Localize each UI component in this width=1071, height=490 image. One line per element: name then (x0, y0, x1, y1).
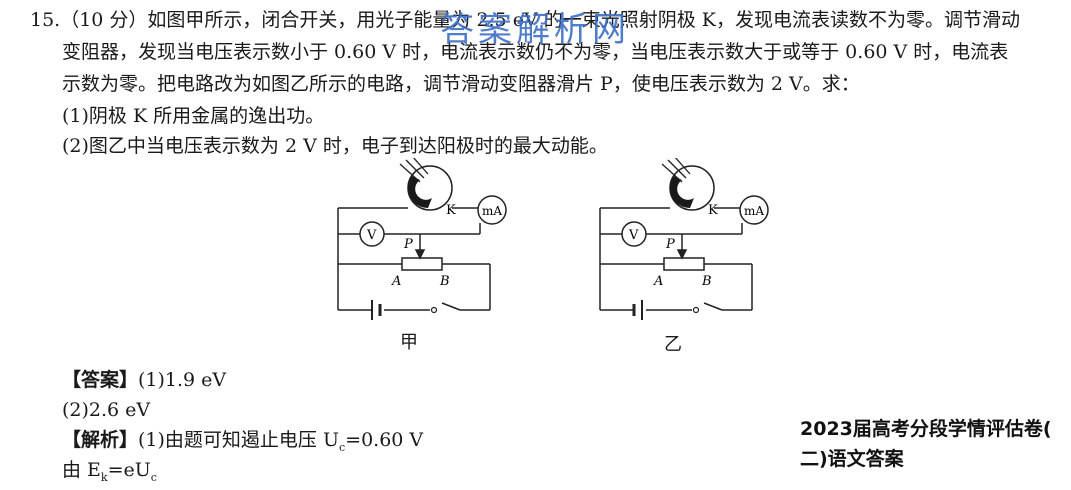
circuit-diagram-jia: K mA V P A B (337, 158, 507, 320)
analysis-line-1: 【解析】(1)由题可知遏止电压 Uc=0.60 V (62, 428, 423, 460)
end-b-label-yi: B (701, 274, 712, 289)
footer-title-line-2: 二)语文答案 (800, 448, 904, 470)
slider-label-yi: P (665, 237, 675, 252)
end-a-label-jia: A (391, 274, 401, 289)
figure-label-yi: 乙 (664, 334, 682, 355)
voltmeter-label-yi: V (628, 228, 639, 243)
problem-line-2: 变阻器，发现当电压表示数小于 0.60 V 时，电流表示数仍不为零，当电压表示数… (62, 41, 1009, 63)
problem-line-1: 15.（10 分）如图甲所示，闭合开关，用光子能量为 2.5 eV 的一束光照射… (30, 9, 1020, 31)
answer-1: (1)1.9 eV (138, 369, 227, 391)
cathode-label-yi: K (708, 203, 718, 218)
watermark: 答案解析网 (440, 10, 630, 50)
ammeter-label-yi: mA (744, 204, 764, 218)
analysis-tag: 【解析】 (62, 429, 139, 451)
ammeter-label-jia: mA (482, 204, 502, 218)
analysis-text-1: (1)由题可知遏止电压 U (138, 429, 339, 451)
figure-label-jia: 甲 (400, 332, 418, 353)
question-1: (1)阴极 K 所用金属的逸出功。 (62, 105, 325, 127)
answer-line-2: (2)2.6 eV (62, 399, 151, 421)
analysis-text-2: 由 E (62, 459, 101, 481)
cathode-label-jia: K (446, 203, 456, 218)
problem-line-3: 示数为零。把电路改为如图乙所示的电路，调节滑动变阻器滑片 P，使电压表示数为 2… (62, 73, 860, 95)
end-b-label-jia: B (439, 274, 450, 289)
circuit-diagram-yi: K mA V P A B (599, 158, 769, 320)
voltmeter-label-jia: V (366, 228, 377, 243)
analysis-sub-1: c (338, 440, 346, 454)
analysis-sub-2b: c (150, 470, 157, 484)
analysis-line-2: 由 Ek=eUc (62, 458, 157, 490)
answer-tag: 【答案】 (62, 369, 139, 391)
footer-title-line-1: 2023届高考分段学情评估卷( (800, 418, 1052, 440)
analysis-mid-2: =eU (107, 459, 151, 481)
end-a-label-yi: A (653, 274, 663, 289)
analysis-sub-2a: k (100, 470, 108, 484)
question-2: (2)图乙中当电压表示数为 2 V 时，电子到达阳极时的最大动能。 (62, 135, 608, 157)
answer-line-1: 【答案】(1)1.9 eV (62, 368, 226, 392)
analysis-tail-1: =0.60 V (345, 429, 424, 451)
slider-label-jia: P (403, 237, 413, 252)
